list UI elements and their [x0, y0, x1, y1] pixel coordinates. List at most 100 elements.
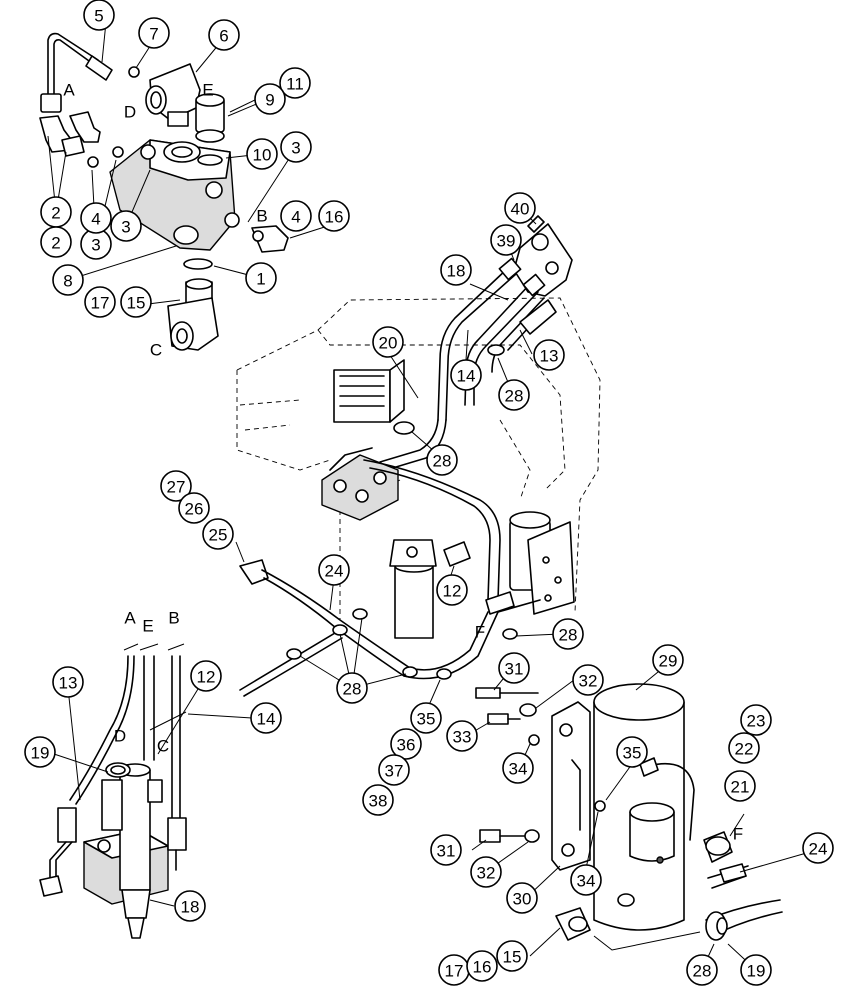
letter-label-D: D: [124, 103, 136, 122]
callout-number: 12: [197, 668, 216, 687]
callout-38: 38: [362, 784, 394, 816]
callout-18: 18: [174, 890, 206, 922]
callout-number: 26: [185, 500, 204, 519]
callout-circle: [498, 379, 530, 411]
letter-label-F: F: [475, 623, 485, 642]
callout-circle: [740, 954, 772, 986]
callout-number: 32: [477, 864, 496, 883]
callout-circle: [436, 574, 468, 606]
callout-circle: [254, 83, 286, 115]
callout-36: 36: [390, 728, 422, 760]
callout-circle: [52, 666, 84, 698]
letter-label-A: A: [124, 609, 136, 628]
callout-number: 15: [127, 294, 146, 313]
callout-circle: [84, 286, 116, 318]
callout-32: 32: [572, 664, 604, 696]
callout-39: 39: [490, 224, 522, 256]
callout-8: 8: [52, 264, 84, 296]
callout-circle: [506, 882, 538, 914]
valve-detail-lower-left: [39, 643, 187, 939]
callout-31: 31: [430, 834, 462, 866]
callout-circle: [40, 226, 72, 258]
callout-circle: [246, 138, 278, 170]
callout-12: 12: [190, 660, 222, 692]
callout-number: 37: [385, 762, 404, 781]
callout-2: 2: [40, 226, 72, 258]
callout-number: 2: [51, 234, 60, 253]
callout-number: 25: [209, 526, 228, 545]
callout-number: 28: [693, 962, 712, 981]
callout-circle: [686, 954, 718, 986]
callout-28: 28: [498, 379, 530, 411]
callout-1: 1: [245, 262, 277, 294]
letter-label-B: B: [256, 207, 267, 226]
callout-number: 19: [31, 744, 50, 763]
callout-circle: [430, 834, 462, 866]
callout-16: 16: [318, 200, 350, 232]
callout-35: 35: [616, 736, 648, 768]
letter-label-C: C: [157, 737, 169, 756]
callout-circle: [24, 736, 56, 768]
callout-29: 29: [652, 644, 684, 676]
callout-number: 34: [509, 760, 528, 779]
callout-number: 11: [286, 75, 304, 94]
hose-assembly-upper: [321, 215, 575, 639]
callout-number: 38: [369, 792, 388, 811]
callout-30: 30: [506, 882, 538, 914]
callout-number: 34: [577, 872, 596, 891]
callout-circle: [410, 702, 442, 734]
callout-number: 29: [659, 652, 678, 671]
callout-circle: [496, 940, 528, 972]
callout-number: 27: [167, 478, 186, 497]
callout-circle: [245, 262, 277, 294]
callout-circle: [498, 652, 530, 684]
callout-37: 37: [378, 754, 410, 786]
callout-18: 18: [440, 254, 472, 286]
callout-34: 34: [502, 752, 534, 784]
callout-circle: [490, 224, 522, 256]
callout-31: 31: [498, 652, 530, 684]
callout-circle: [318, 554, 350, 586]
callout-circle: [470, 856, 502, 888]
callout-number: 21: [731, 778, 750, 797]
callout-3: 3: [280, 131, 312, 163]
callout-number: 16: [473, 958, 492, 977]
callout-10: 10: [246, 138, 278, 170]
callout-number: 16: [325, 208, 344, 227]
callout-20: 20: [372, 326, 404, 358]
callout-number: 15: [503, 948, 522, 967]
letter-label-E: E: [202, 81, 213, 100]
callout-25: 25: [202, 518, 234, 550]
callout-circle: [446, 720, 478, 752]
callout-circle: [724, 770, 756, 802]
callout-circle: [552, 618, 584, 650]
callout-circle: [110, 210, 142, 242]
callout-number: 35: [623, 744, 642, 763]
callout-16: 16: [466, 950, 498, 982]
callout-12: 12: [436, 574, 468, 606]
callout-number: 9: [265, 91, 274, 110]
letter-label-A: A: [63, 81, 75, 100]
callout-circle: [450, 359, 482, 391]
callout-circle: [378, 754, 410, 786]
callout-28: 28: [426, 444, 458, 476]
callout-circle: [318, 200, 350, 232]
callout-number: 36: [397, 736, 416, 755]
callout-number: 40: [511, 200, 530, 219]
callout-circle: [174, 890, 206, 922]
callout-number: 28: [343, 680, 362, 699]
callout-circle: [570, 864, 602, 896]
callout-number: 28: [505, 387, 524, 406]
callout-circle: [202, 518, 234, 550]
callout-7: 7: [138, 17, 170, 49]
callout-number: 31: [505, 660, 524, 679]
callout-number: 20: [379, 334, 398, 353]
callout-number: 28: [433, 452, 452, 471]
callout-34: 34: [570, 864, 602, 896]
callout-number: 18: [447, 262, 466, 281]
callout-19: 19: [24, 736, 56, 768]
callout-4: 4: [280, 200, 312, 232]
callout-number: 13: [540, 347, 559, 366]
letter-label-C: C: [150, 341, 162, 360]
